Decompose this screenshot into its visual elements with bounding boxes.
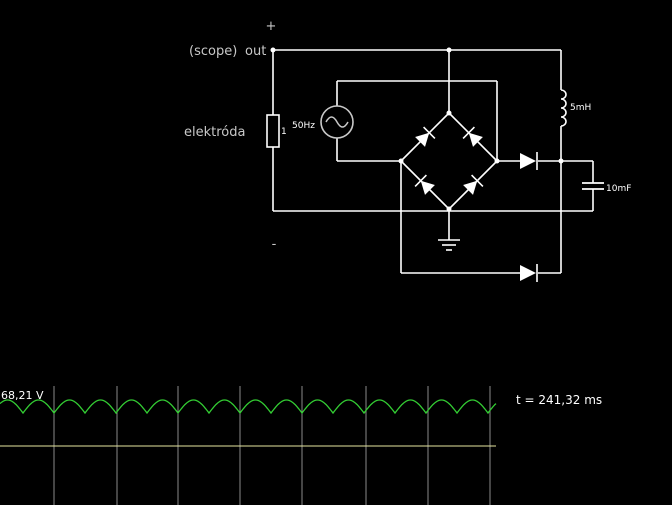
minus-terminal-label: - bbox=[272, 237, 277, 252]
plus-terminal-label: + bbox=[266, 19, 277, 34]
inductor[interactable] bbox=[560, 89, 567, 127]
out-label: out bbox=[245, 44, 266, 59]
inductor-label: 5mH bbox=[570, 103, 591, 113]
scope-panel[interactable]: 68,21 V t = 241,32 ms bbox=[0, 386, 602, 505]
resistor-label: elektróda bbox=[184, 125, 245, 140]
bridge-diodes[interactable] bbox=[414, 126, 484, 196]
diode-bridge-br bbox=[463, 174, 484, 195]
diode-bottom[interactable] bbox=[520, 264, 538, 282]
resistor[interactable] bbox=[266, 114, 280, 148]
scope-voltage-readout: 68,21 V bbox=[1, 389, 44, 402]
capacitor-label: 10mF bbox=[606, 184, 631, 194]
diode-right[interactable] bbox=[520, 152, 538, 170]
scope-label: (scope) bbox=[189, 44, 237, 59]
wires[interactable] bbox=[272, 49, 594, 274]
ground-icon bbox=[438, 239, 460, 251]
diode-bridge-bl bbox=[414, 174, 435, 195]
scope-time-readout: t = 241,32 ms bbox=[516, 393, 602, 407]
resistor-value: 1 bbox=[281, 127, 287, 137]
junction-dots bbox=[270, 47, 564, 212]
ac-source[interactable] bbox=[320, 105, 354, 139]
source-label: 50Hz bbox=[292, 121, 315, 131]
scope-trace bbox=[0, 399, 497, 415]
capacitor[interactable] bbox=[582, 182, 604, 190]
diode-bridge-tl bbox=[415, 126, 436, 147]
diode-bridge-tr bbox=[462, 126, 483, 147]
